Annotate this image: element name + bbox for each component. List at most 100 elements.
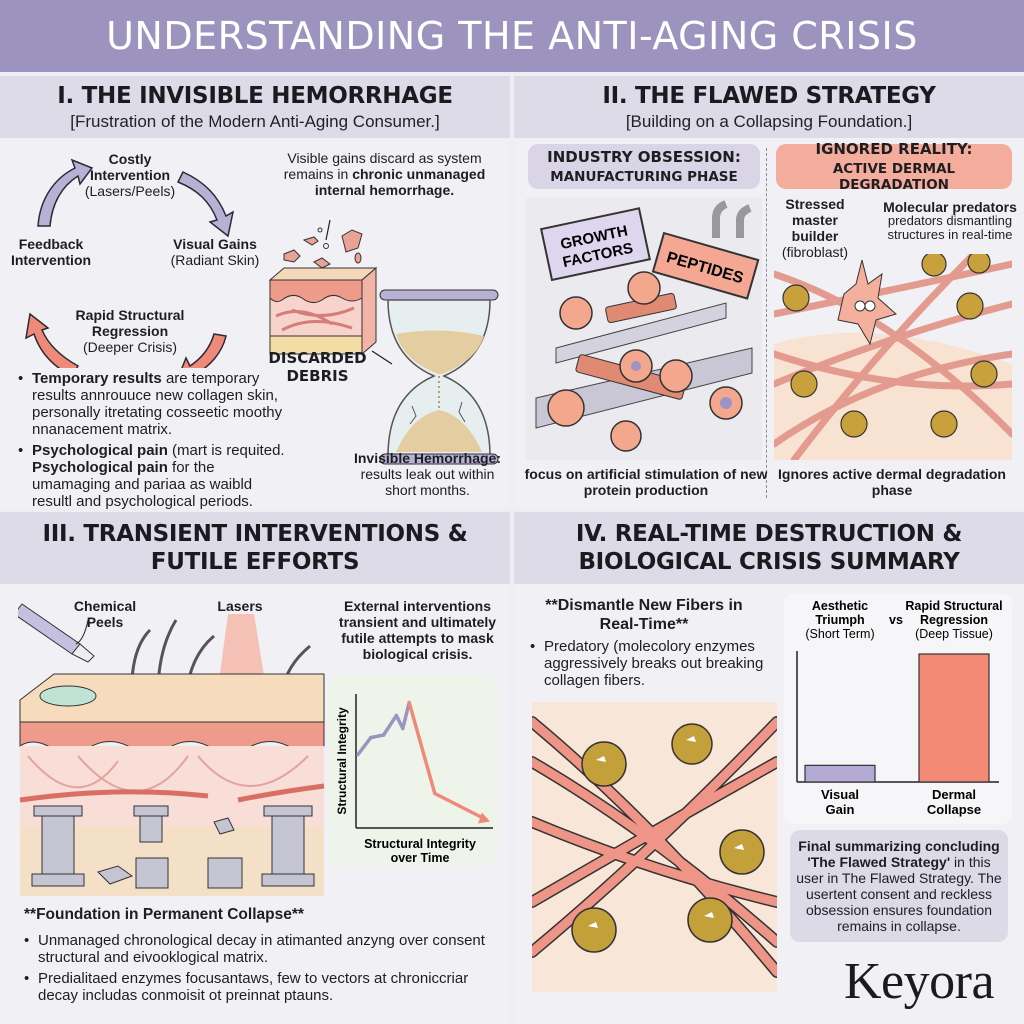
bar-category-label: Dermal [932, 787, 976, 802]
chart-header-right-line3: (Deep Tissue) [915, 627, 993, 641]
chart-header-right-line2: Regression [920, 613, 988, 627]
callout-bold-text: chronic unmanaged internal hemorrhage. [314, 166, 486, 198]
bar-category-label: Gain [826, 802, 855, 817]
page-title: UNDERSTANDING THE ANTI-AGING CRISIS [106, 14, 918, 58]
section-header: IV. REAL-TIME DESTRUCTION & BIOLOGICAL C… [514, 512, 1024, 584]
skin-and-hourglass-illustration [268, 219, 499, 465]
summary-text: in this user in The Flawed Strategy. The… [796, 854, 1002, 934]
cycle-step-title: Rapid Structural [75, 307, 185, 323]
line-segment [369, 733, 386, 740]
section-title-line2: BIOLOGICAL CRISIS SUMMARY [578, 549, 960, 575]
section4-bullet-list: Predatory (molecolory enzymes aggressive… [530, 638, 780, 693]
manufacturing-caption: focus on artificial stimulation of new p… [524, 466, 768, 498]
section-invisible-hemorrhage: I. THE INVISIBLE HEMORRHAGE [Frustration… [0, 76, 510, 510]
cycle-step-detail: (Radiant Skin) [170, 252, 260, 268]
bar-category-label: Visual [821, 787, 859, 802]
bullet-bold: Temporary results [32, 370, 162, 387]
cycle-step-detail: (Deeper Crisis) [82, 339, 178, 355]
final-summary-box: Final summarizing concluding 'The Flawed… [790, 830, 1008, 942]
section-title-line2: FUTILE EFFORTS [150, 549, 360, 575]
line-segment [401, 700, 411, 731]
chart-header-left-line2: Triumph [815, 613, 864, 627]
cycle-arrow-bottom-left [25, 312, 80, 368]
tag-line1: IGNORED REALITY: [815, 140, 973, 158]
main-banner: UNDERSTANDING THE ANTI-AGING CRISIS [0, 0, 1024, 72]
ignored-reality-tag: IGNORED REALITY: ACTIVE DERMAL DEGRADATI… [776, 140, 1012, 193]
section3-bullet-list: Unmanaged chronological decay in atimant… [24, 932, 494, 1008]
dismantle-subheading: **Dismantle New Fibers in Real-Time** [545, 597, 743, 633]
section-real-time-destruction: IV. REAL-TIME DESTRUCTION & BIOLOGICAL C… [514, 512, 1024, 1024]
section-subtitle: [Building on a Collapsing Foundation.] [625, 112, 913, 131]
hemorrhage-callout: Visible gains discard as system remains … [272, 150, 497, 198]
cycle-step-title2: Regression [91, 323, 169, 339]
section-header: III. TRANSIENT INTERVENTIONS & FUTILE EF… [0, 512, 510, 584]
skin-collapse-illustration [18, 603, 325, 896]
section-flawed-strategy: II. THE FLAWED STRATEGY [Building on a C… [514, 76, 1024, 508]
laser-beam-icon [218, 614, 266, 688]
hourglass-caption-text: results leak out within short months. [360, 466, 495, 498]
skin-block-icon [268, 266, 378, 356]
enzyme-predator-icons [571, 723, 765, 953]
label-line: Stressed [785, 196, 845, 212]
bar-visual-gain [804, 764, 876, 783]
chart-header-left-line1: Aesthetic [812, 599, 868, 613]
cycle-step-title2: Intervention [89, 167, 171, 183]
integrity-line-chart: Structural Integrity Structural Integrit… [335, 694, 493, 865]
debris-particles-icon [283, 227, 363, 269]
section-header: II. THE FLAWED STRATEGY [Building on a C… [514, 76, 1024, 138]
degradation-caption: Ignores active dermal degradation phase [778, 466, 1006, 498]
integrity-chart-card: Structural Integrity Structural Integrit… [328, 676, 498, 866]
debris-label: DISCARDED DEBRIS [268, 349, 367, 385]
bullet-text: are temporary results annrouuce new coll… [32, 370, 283, 438]
bullet-item: Unmanaged chronological decay in atimant… [24, 932, 494, 966]
cycle-step-costly-intervention: Costly Intervention (Lasers/Peels) [70, 151, 190, 199]
line-series [356, 700, 490, 824]
x-axis-label-line1: Structural Integrity [364, 837, 476, 851]
peel-applicator-icon [18, 603, 95, 663]
callout-text: Visible gains discard as system remains … [283, 150, 482, 182]
cycle-step-detail: (Lasers/Peels) [84, 183, 176, 199]
bullet-text: for the umamaging and pariaa as waibld r… [32, 459, 253, 510]
cycle-step-rapid-regression: Rapid Structural Regression (Deeper Cris… [65, 307, 195, 355]
comparison-bar-chart: Aesthetic Triumph (Short Term) vs Rapid … [796, 599, 1003, 817]
enzyme-attack-illustration [532, 702, 777, 992]
cycle-arrow-bottom-right [181, 333, 227, 368]
bullet-item: Predatory (molecolory enzymes aggressive… [530, 638, 780, 689]
fibroblast-icon [837, 259, 898, 346]
industry-obsession-tag: INDUSTRY OBSESSION: MANUFACTURING PHASE [528, 144, 760, 189]
summary-bold-text: Final summarizing concluding 'The Flawed… [798, 838, 1000, 870]
cycle-arrow-top-left [37, 158, 94, 227]
fibroblast-label: Stressed master builder (fibroblast) [776, 196, 854, 260]
cycle-step-feedback-intervention: Feedback Intervention [6, 236, 96, 268]
tag-line2: MANUFACTURING PHASE [550, 169, 738, 185]
bullet-bold: Psychological pain [32, 442, 168, 459]
chemical-peels-label: Chemical Peels [73, 598, 137, 630]
hourglass-caption: Invisible Hemorrhage: results leak out w… [345, 450, 510, 498]
label-line: master [792, 212, 838, 228]
column-divider [766, 148, 767, 498]
lasers-label: Lasers [217, 598, 263, 614]
tag-line2: ACTIVE DERMAL DEGRADATION [832, 161, 956, 193]
dermal-degradation-illustration [774, 254, 1012, 460]
section-title-line1: III. TRANSIENT INTERVENTIONS & [42, 521, 468, 547]
cycle-diagram [25, 158, 235, 368]
collapse-subheading: **Foundation in Permanent Collapse** [24, 906, 304, 923]
label-detail: (fibroblast) [781, 244, 849, 260]
predator-label: Molecular predators predators dismantlin… [876, 200, 1024, 242]
label-line: builder [791, 228, 839, 244]
line-segment [407, 700, 437, 796]
hourglass-caption-title: Invisible Hemorrhage: [353, 450, 502, 466]
factory-illustration: GROWTH FACTORS PEPTIDES [526, 198, 762, 460]
bar-dermal-collapse [918, 653, 990, 783]
line-arrowhead [478, 812, 490, 824]
chart-header-vs: vs [889, 613, 903, 627]
cycle-step-title: Feedback [18, 236, 84, 252]
predator-label-title: Molecular predators [883, 199, 1017, 215]
cycle-arrow-top-right [176, 171, 235, 238]
bullet-bold: Psychological pain [32, 459, 168, 476]
interventions-callout: External interventions transient and ult… [338, 598, 497, 662]
section-title-line1: IV. REAL-TIME DESTRUCTION & [575, 521, 963, 547]
brand-logo: Keyora [844, 953, 995, 1010]
bullet-item: Psychological pain (mart is requited. Ps… [18, 442, 293, 510]
growth-factors-sign: GROWTH FACTORS [539, 207, 651, 282]
